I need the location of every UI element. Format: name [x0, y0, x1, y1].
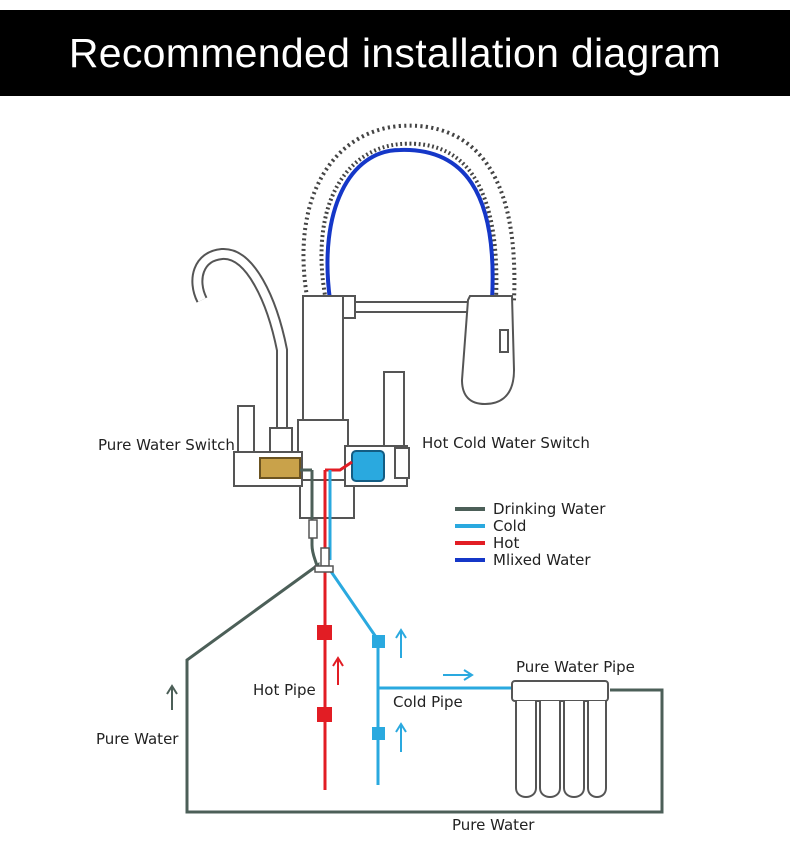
label-pure-water-pipe: Pure Water Pipe [516, 658, 635, 676]
legend-label-hot: Hot [493, 533, 520, 552]
legend-item-mixed-water: Mlixed Water [455, 550, 605, 569]
diagram-title: Recommended installation diagram [68, 29, 722, 76]
legend-label-drinking: Drinking Water [493, 499, 606, 518]
cold-valve-lower [372, 727, 385, 740]
label-cold-pipe: Cold Pipe [393, 693, 463, 711]
legend-swatch-drinking [455, 506, 485, 511]
spray-head [460, 295, 516, 406]
legend-label-mixed: Mlixed Water [493, 550, 591, 569]
label-pure-water-left: Pure Water [96, 730, 179, 748]
cold-flow-arrow-right [443, 669, 474, 681]
cold-valve-upper [372, 635, 385, 648]
label-hot-pipe: Hot Pipe [253, 681, 316, 699]
legend-item-hot: Hot [455, 533, 605, 552]
legend-label-cold: Cold [493, 516, 527, 535]
cold-flow-arrow-lower [395, 722, 407, 752]
pure-water-flow-arrow [166, 684, 178, 710]
pure-water-handle [237, 405, 255, 457]
cold-water-line [328, 569, 512, 785]
hot-flow-arrow [332, 656, 344, 685]
mixed-water-line [325, 147, 495, 460]
legend: Drinking Water Cold Hot Mlixed Water [455, 499, 606, 569]
hot-valve-upper [317, 625, 332, 640]
label-pure-water-bottom: Pure Water [452, 816, 535, 834]
label-pure-water-switch: Pure Water Switch [98, 436, 235, 454]
legend-item-cold: Cold [455, 516, 605, 535]
legend-swatch-mixed [455, 557, 485, 562]
faucet-body [302, 295, 344, 427]
pure-water-spout [191, 248, 288, 430]
legend-item-drinking-water: Drinking Water [455, 499, 606, 518]
filter-unit [511, 680, 609, 798]
legend-swatch-cold [455, 523, 485, 528]
mixing-cartridge [351, 450, 385, 482]
faucet-arm [342, 301, 482, 313]
drinking-water-line [185, 470, 664, 814]
hot-cold-handle [383, 371, 405, 453]
title-banner: Recommended installation diagram [0, 10, 790, 96]
legend-swatch-hot [455, 540, 485, 545]
hot-valve-lower [317, 707, 332, 722]
cold-flow-arrow-upper [395, 628, 407, 658]
label-hot-cold-switch: Hot Cold Water Switch [422, 434, 590, 452]
